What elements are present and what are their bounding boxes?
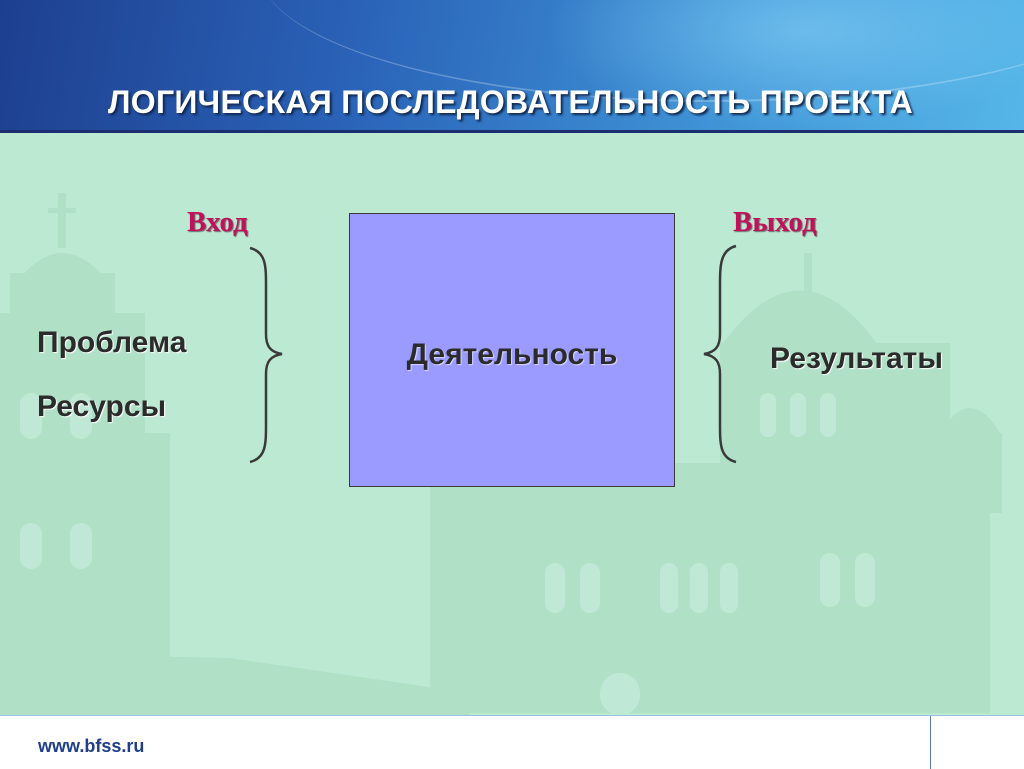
slide-footer: www.bfss.ru xyxy=(0,715,1024,769)
slide-header: ЛОГИЧЕСКАЯ ПОСЛЕДОВАТЕЛЬНОСТЬ ПРОЕКТА xyxy=(0,0,1024,132)
input-item-resources: Ресурсы xyxy=(37,390,167,423)
footer-url[interactable]: www.bfss.ru xyxy=(38,736,145,756)
activity-label: Деятельность xyxy=(406,338,618,371)
output-brace xyxy=(703,244,737,464)
activity-box: Деятельность xyxy=(349,213,675,487)
input-brace xyxy=(249,246,283,464)
input-item-problem: Проблема xyxy=(37,326,187,359)
slide-title: ЛОГИЧЕСКАЯ ПОСЛЕДОВАТЕЛЬНОСТЬ ПРОЕКТА xyxy=(108,84,913,120)
output-heading: Выход xyxy=(733,206,817,238)
result-label: Результаты xyxy=(770,342,943,375)
footer-divider xyxy=(930,716,931,769)
header-divider xyxy=(0,130,1024,133)
input-heading: Вход xyxy=(187,206,248,238)
